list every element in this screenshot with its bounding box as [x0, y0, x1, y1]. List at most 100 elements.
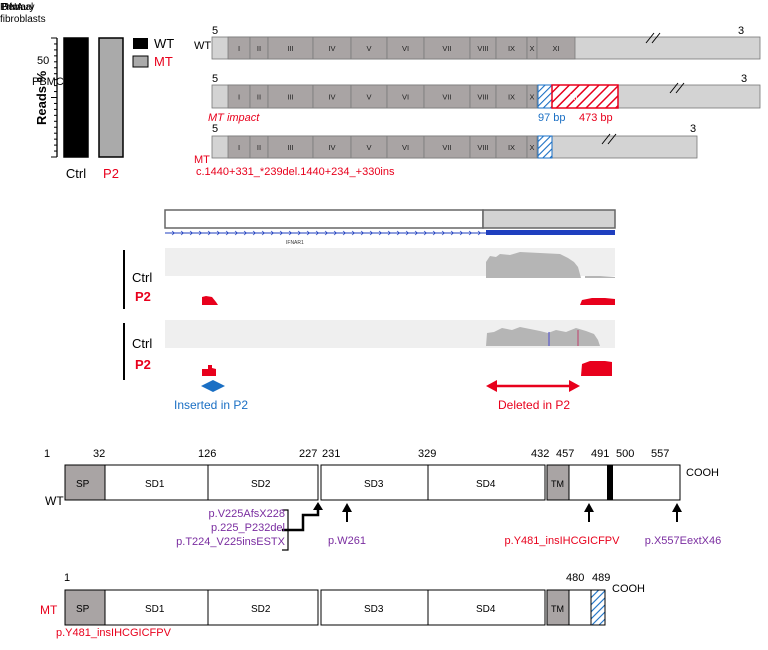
y-tick-label: 50	[37, 55, 49, 67]
row3-exons-label-7: VII	[442, 143, 451, 152]
bars-group	[63, 37, 124, 158]
row2-exons-label-1: I	[238, 93, 240, 102]
gene-intron-bar	[164, 209, 484, 229]
row3-exons-label-3: III	[287, 143, 293, 152]
wt-pos-500: 500	[616, 448, 634, 460]
row1-exons-label-5: V	[366, 44, 371, 53]
mt-domain-sd1	[104, 589, 209, 626]
intron-tick	[459, 230, 464, 236]
row3-exons-label-5: V	[366, 143, 371, 152]
group2-p2-track	[165, 352, 615, 378]
intron-tick	[396, 230, 401, 236]
intron-tick	[315, 230, 320, 236]
wt-pos-329: 329	[418, 448, 436, 460]
overlap-label-1: Primary	[0, 2, 34, 13]
intron-tick	[360, 230, 365, 236]
row2-exons-label-5: V	[366, 93, 371, 102]
intron-tick	[477, 230, 482, 236]
intron-tick	[342, 230, 347, 236]
row3-insert-block	[537, 135, 553, 159]
intron-tick	[225, 230, 230, 236]
row2-exons-label-8: VIII	[477, 93, 488, 102]
intron-tick	[441, 230, 446, 236]
group1-p2-insert-peak	[202, 296, 218, 305]
wt-domain-sd3	[320, 464, 429, 501]
group1-ctrl-coverage	[486, 252, 581, 278]
mt-domain-sp	[64, 589, 106, 626]
intron-tick	[270, 230, 275, 236]
wt-pos-126: 126	[198, 448, 216, 460]
wt-pos-557: 557	[651, 448, 669, 460]
row1-exons-label-6: VI	[402, 44, 409, 53]
insert-size-label: 97 bp	[538, 112, 566, 124]
row2-exons-label-7: VII	[442, 93, 451, 102]
wt-pos-491: 491	[591, 448, 609, 460]
intron-tick	[252, 230, 257, 236]
intron-tick	[423, 230, 428, 236]
mt-sd1-label: SD1	[145, 604, 165, 615]
variant-x557: p.X557EextX46	[645, 535, 721, 547]
inserted-label: Inserted in P2	[174, 398, 248, 412]
legend-swatch-wt	[133, 38, 148, 49]
pbmcs-label: PBMCs	[32, 76, 70, 88]
intron-tick	[405, 230, 410, 236]
wt-pos-32: 32	[93, 448, 105, 460]
wt-pos-457: 457	[556, 448, 574, 460]
row3-exons-label-9: IX	[508, 143, 515, 152]
variant-w261: p.W261	[328, 535, 366, 547]
wt-pos-432: 432	[531, 448, 549, 460]
mt-cooh-label: COOH	[612, 583, 645, 595]
row1-exons-label-7: VII	[442, 44, 451, 53]
y-axis-label: Reads %	[34, 70, 49, 125]
category-p2: P2	[103, 166, 119, 181]
row2-exons-label-4: IV	[328, 93, 335, 102]
mt-domain-sd2	[207, 589, 319, 626]
bar-p2	[98, 37, 124, 158]
wt-cytoplasmic	[568, 464, 681, 501]
group2-p2-label: P2	[135, 357, 151, 372]
wt-pos-231: 231	[322, 448, 340, 460]
arrow-x557-icon	[672, 503, 682, 522]
row3-exons-label-10: X	[529, 143, 534, 152]
overlap-label-2: RNA	[2, 2, 23, 13]
intron-tick	[171, 230, 176, 236]
wt-pos-1: 1	[44, 448, 50, 460]
wt-domain-sd1	[104, 464, 209, 501]
panel-c: IFNAR1 Ctrl P2 Ctrl P2 Inserted in P2 De…	[123, 209, 616, 412]
intron-tick	[180, 230, 185, 236]
wt-black-marker	[607, 465, 613, 500]
row3-exons-label-2: II	[257, 143, 261, 152]
row2-exons-label-10: X	[529, 93, 534, 102]
mt-label: MT	[40, 603, 58, 617]
mt-impact-label: MT impact	[208, 112, 260, 124]
arrow-variant-group-icon	[282, 502, 323, 532]
mt-domain-sd3	[320, 589, 429, 626]
row2-exons-box-10	[526, 84, 538, 109]
variant-v225: p.V225AfsX228	[209, 508, 285, 520]
group1-p2-track	[165, 280, 615, 304]
row3-5prime: 5	[212, 123, 218, 135]
legend-label-mt: MT	[154, 54, 173, 69]
wt-sd3-label: SD3	[364, 479, 384, 490]
inserted-diamond-icon	[201, 380, 225, 392]
row2-exons-label-9: IX	[508, 93, 515, 102]
wt-sd4-label: SD4	[476, 479, 496, 490]
deleted-arrow-left-icon	[486, 380, 497, 392]
mt-cytoplasmic	[568, 589, 592, 626]
row3-3prime: 3	[690, 123, 696, 135]
legend-label-wt: WT	[154, 36, 174, 51]
deleted-label: Deleted in P2	[498, 398, 570, 412]
row2-deleted-block	[551, 84, 619, 109]
group2-ctrl-label: Ctrl	[132, 336, 152, 351]
intron-tick	[243, 230, 248, 236]
deleted-size-label: 473 bp	[579, 112, 613, 124]
row3-exons-label-1: I	[238, 143, 240, 152]
wt-tm-label: TM	[551, 479, 564, 489]
group1-p2-label: P2	[135, 289, 151, 304]
row3-mt-label: MT	[194, 154, 210, 166]
